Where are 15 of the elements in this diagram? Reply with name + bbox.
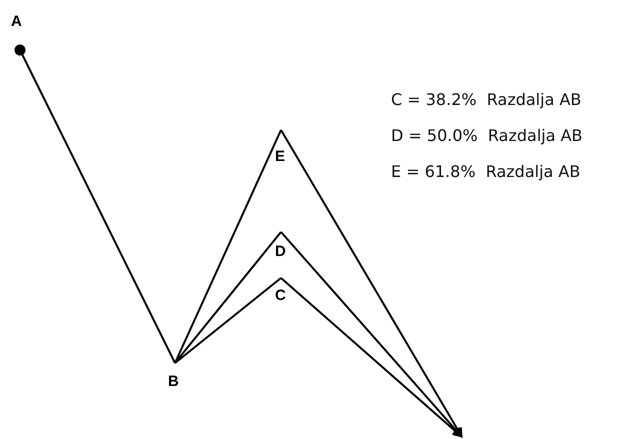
price-line	[280, 130, 463, 438]
ratio-note: D = 50.0% Razdalja AB	[391, 126, 583, 145]
price-line	[280, 277, 463, 438]
price-line	[174, 231, 282, 364]
point-label: E	[275, 149, 286, 164]
price-line	[280, 231, 463, 438]
price-line	[174, 277, 282, 364]
point-label: A	[11, 14, 22, 29]
ratio-note: E = 61.8% Razdalja AB	[391, 162, 580, 181]
point-label: D	[275, 244, 286, 259]
ratio-note: C = 38.2% Razdalja AB	[391, 90, 582, 109]
price-line	[174, 130, 282, 364]
point-label: C	[275, 288, 286, 303]
point-label: B	[168, 374, 179, 389]
price-line	[14, 44, 176, 364]
